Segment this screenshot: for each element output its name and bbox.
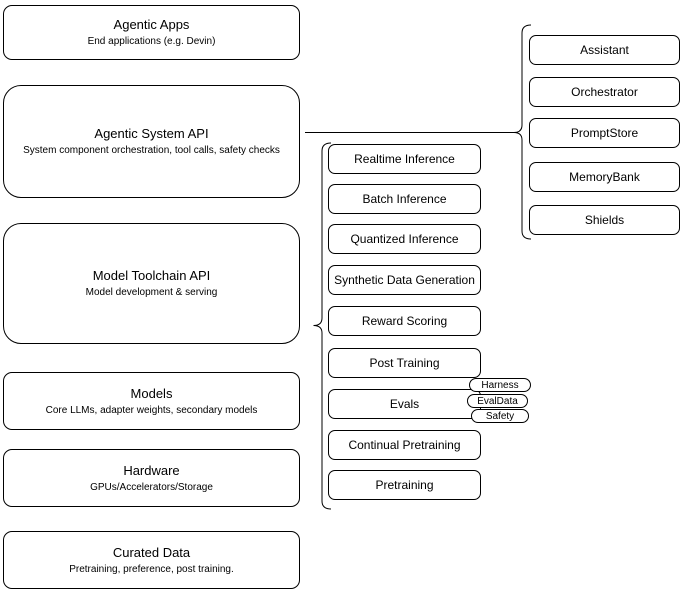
box-models-title: Models [130, 385, 173, 401]
box-curated-data: Curated Data Pretraining, preference, po… [3, 531, 300, 589]
box-agentic-apps-subtitle: End applications (e.g. Devin) [87, 36, 216, 47]
box-agentic-apps: Agentic Apps End applications (e.g. Devi… [3, 5, 300, 60]
box-curated-data-subtitle: Pretraining, preference, post training. [69, 563, 234, 575]
box-curated-data-title: Curated Data [112, 544, 191, 560]
box-hardware-title: Hardware [123, 462, 180, 478]
node-assistant: Assistant [529, 35, 680, 65]
node-shields: Shields [529, 205, 680, 235]
node-promptstore: PromptStore [529, 118, 680, 148]
box-model-toolchain-api: Model Toolchain API Model development & … [3, 223, 300, 344]
node-reward-scoring: Reward Scoring [328, 306, 481, 336]
tag-harness: Harness [469, 378, 531, 392]
box-agentic-system-api-subtitle: System component orchestration, tool cal… [23, 145, 280, 156]
node-post-training: Post Training [328, 348, 481, 378]
box-hardware-subtitle: GPUs/Accelerators/Storage [90, 481, 213, 493]
tag-evaldata: EvalData [467, 394, 528, 408]
box-models: Models Core LLMs, adapter weights, secon… [3, 372, 300, 430]
node-memorybank: MemoryBank [529, 162, 680, 192]
node-orchestrator: Orchestrator [529, 77, 680, 107]
box-agentic-apps-title: Agentic Apps [113, 17, 190, 32]
node-continual-pretraining: Continual Pretraining [328, 430, 481, 460]
box-models-subtitle: Core LLMs, adapter weights, secondary mo… [45, 404, 258, 416]
node-batch-inference: Batch Inference [328, 184, 481, 214]
node-evals: Evals [328, 389, 481, 419]
box-model-toolchain-api-subtitle: Model development & serving [85, 287, 218, 298]
box-agentic-system-api-title: Agentic System API [94, 126, 209, 141]
box-model-toolchain-api-title: Model Toolchain API [92, 268, 211, 283]
node-synthetic-data-generation: Synthetic Data Generation [328, 265, 481, 295]
node-realtime-inference: Realtime Inference [328, 144, 481, 174]
box-hardware: Hardware GPUs/Accelerators/Storage [3, 449, 300, 507]
tag-safety: Safety [471, 409, 529, 423]
node-pretraining: Pretraining [328, 470, 481, 500]
box-agentic-system-api: Agentic System API System component orch… [3, 85, 300, 198]
node-quantized-inference: Quantized Inference [328, 224, 481, 254]
